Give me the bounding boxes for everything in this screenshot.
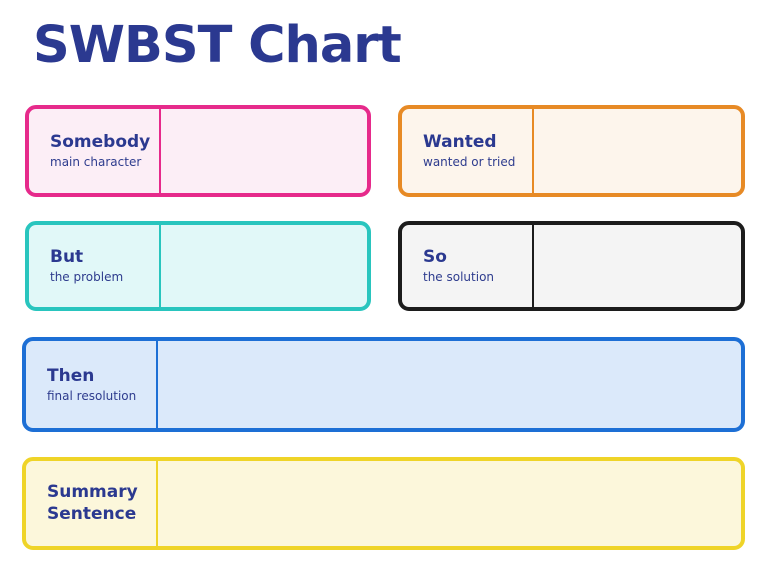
summary-input-area[interactable] (158, 461, 741, 546)
somebody-label-cell: Somebody main character (29, 109, 161, 193)
but-label-cell: But the problem (29, 225, 161, 307)
box-sublabel: wanted or tried (423, 155, 516, 170)
box-sublabel: main character (50, 155, 142, 170)
summary-label-cell: Summary Sentence (26, 461, 158, 546)
so-input-area[interactable] (534, 225, 741, 307)
box-sublabel: the problem (50, 270, 124, 285)
swbst-box-but: But the problem (25, 221, 371, 311)
box-label: But (50, 247, 84, 268)
then-label-cell: Then final resolution (26, 341, 158, 428)
somebody-input-area[interactable] (161, 109, 367, 193)
wanted-input-area[interactable] (534, 109, 741, 193)
then-input-area[interactable] (158, 341, 741, 428)
swbst-box-then: Then final resolution (22, 337, 745, 432)
page-title: SWBST Chart (33, 16, 402, 75)
box-label: Then (47, 365, 95, 386)
wanted-label-cell: Wanted wanted or tried (402, 109, 534, 193)
so-label-cell: So the solution (402, 225, 534, 307)
box-label: Wanted (423, 132, 497, 153)
box-label: Somebody (50, 132, 151, 153)
swbst-box-wanted: Wanted wanted or tried (398, 105, 745, 197)
box-label: Summary Sentence (47, 482, 138, 524)
but-input-area[interactable] (161, 225, 367, 307)
box-label: So (423, 247, 447, 268)
swbst-box-somebody: Somebody main character (25, 105, 371, 197)
swbst-box-so: So the solution (398, 221, 745, 311)
box-sublabel: the solution (423, 270, 495, 285)
swbst-box-summary: Summary Sentence (22, 457, 745, 550)
box-sublabel: final resolution (47, 388, 137, 403)
